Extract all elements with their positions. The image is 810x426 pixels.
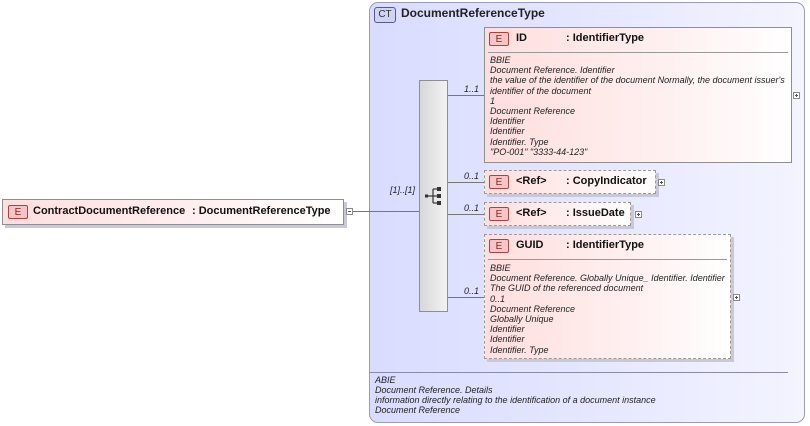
cardinality-label: 0..1 — [464, 203, 480, 213]
element-badge: E — [489, 32, 509, 46]
doc-line: information directly relating to the ide… — [375, 395, 656, 405]
doc-line: Identifier. Type — [490, 344, 549, 355]
doc-line: Identifier — [490, 116, 525, 127]
doc-line: BBIE — [490, 263, 511, 273]
doc-line: "PO-001" "3333-44-123" — [490, 146, 588, 157]
doc-line: Identifier. Type — [490, 136, 549, 147]
doc-line: Identifier — [490, 334, 525, 345]
element-badge: E — [489, 239, 509, 253]
element-issue-date-type: : IssueDate — [566, 207, 625, 219]
element-divider — [488, 52, 788, 53]
doc-line: Document Reference — [490, 303, 576, 314]
element-id-documentation: BBIE Document Reference. Identifier the … — [490, 55, 785, 157]
element-guid-name: GUID — [516, 239, 544, 251]
element-badge: E — [489, 207, 509, 221]
doc-line: Document Reference. Details — [375, 385, 493, 395]
element-badge: E — [489, 175, 509, 189]
doc-line: the value of the identifier of the docum… — [490, 75, 785, 86]
connector-line — [448, 214, 484, 215]
connector-line — [448, 95, 484, 96]
complex-type-documentation: ABIE Document Reference. Details informa… — [375, 375, 656, 415]
element-copy-indicator-type: : CopyIndicator — [566, 175, 647, 187]
expand-toggle-icon[interactable] — [733, 294, 740, 301]
sequence-cardinality: [1]..[1] — [390, 185, 416, 195]
element-divider — [488, 259, 727, 260]
doc-line: ABIE — [375, 375, 396, 385]
element-guid-box[interactable] — [484, 234, 731, 359]
expand-toggle-icon[interactable] — [793, 92, 800, 99]
cardinality-label: 0..1 — [464, 171, 480, 181]
doc-line: 1 — [490, 95, 496, 106]
doc-line: Document Reference — [490, 106, 576, 117]
doc-line: Document Reference. Globally Unique_ Ide… — [490, 273, 725, 284]
doc-line: The GUID of the referenced document — [490, 283, 644, 294]
element-guid-documentation: BBIE Document Reference. Globally Unique… — [490, 263, 725, 355]
doc-line: 0..1 — [490, 293, 506, 304]
expand-toggle-icon[interactable] — [658, 179, 665, 186]
element-badge: E — [8, 205, 28, 219]
complex-type-divider — [370, 372, 788, 373]
doc-line: identifier of the document — [490, 85, 592, 96]
root-element-name: ContractDocumentReference — [33, 205, 186, 217]
element-copy-indicator-box[interactable] — [484, 170, 656, 194]
element-copy-indicator-name: <Ref> — [516, 175, 547, 187]
complex-type-badge: CT — [374, 7, 396, 23]
element-id-name: ID — [516, 32, 527, 44]
complex-type-title: DocumentReferenceType — [401, 6, 545, 20]
doc-line: Identifier — [490, 324, 525, 335]
element-id-type: : IdentifierType — [566, 32, 645, 44]
connector-line — [353, 211, 419, 212]
doc-line: Document Reference — [375, 405, 461, 415]
sequence-icon — [425, 187, 441, 205]
collapse-toggle-icon[interactable] — [346, 208, 353, 215]
doc-line: Globally Unique — [490, 314, 554, 325]
root-element-box[interactable] — [2, 199, 344, 225]
expand-toggle-icon[interactable] — [635, 211, 642, 218]
doc-line: BBIE — [490, 55, 511, 65]
element-issue-date-name: <Ref> — [516, 207, 547, 219]
connector-line — [448, 297, 484, 298]
root-element-type: : DocumentReferenceType — [192, 205, 331, 217]
connector-line — [448, 182, 484, 183]
doc-line: Identifier — [490, 126, 525, 137]
doc-line: Document Reference. Identifier — [490, 65, 615, 76]
cardinality-label: 0..1 — [464, 286, 480, 296]
cardinality-label: 1..1 — [464, 84, 480, 94]
element-guid-type: : IdentifierType — [566, 239, 645, 251]
element-id-box[interactable] — [484, 27, 792, 163]
